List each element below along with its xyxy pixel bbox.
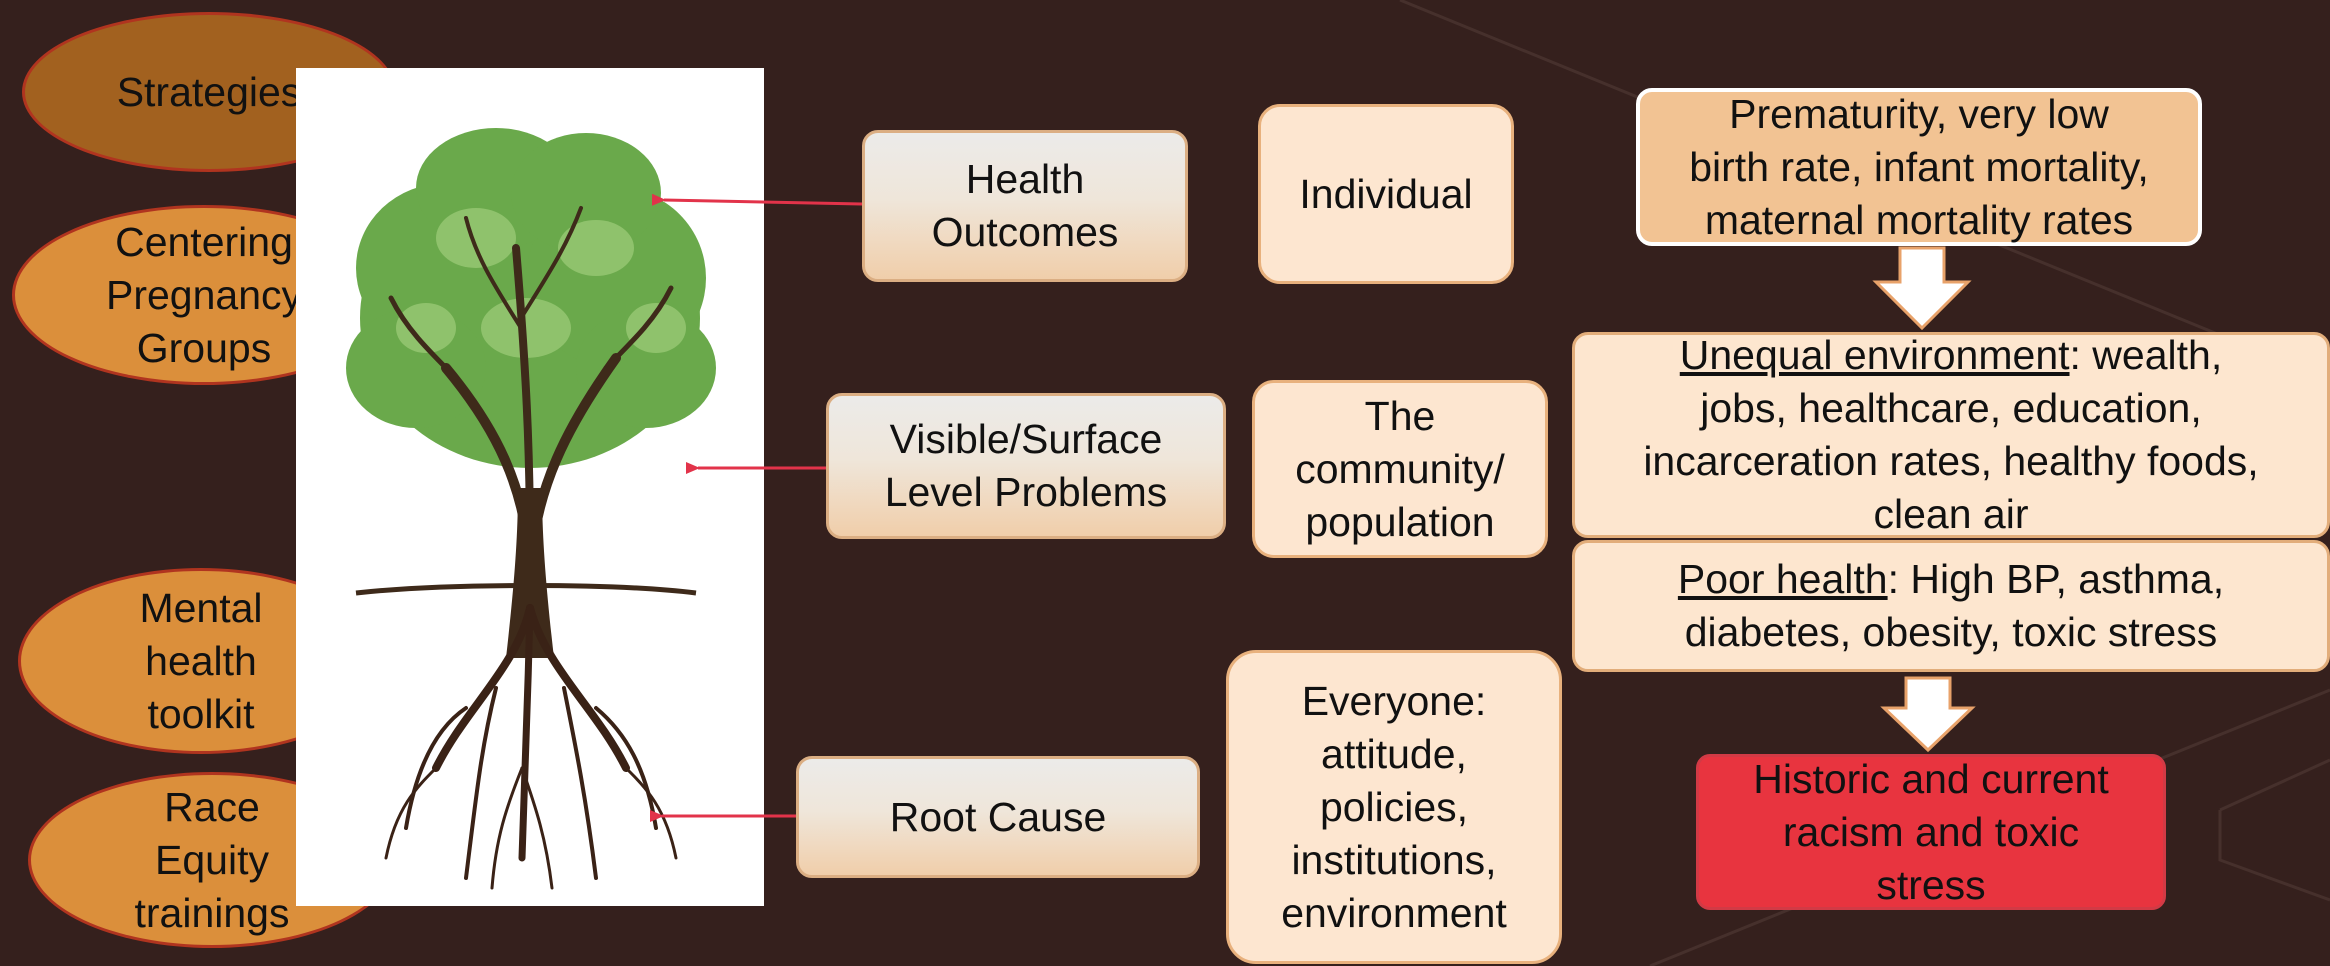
level-line: environment xyxy=(1281,889,1507,936)
chain-text: : wealth, xyxy=(2069,332,2223,378)
chain-line: Prematurity, very low xyxy=(1729,90,2109,137)
label-line: Root Cause xyxy=(889,793,1107,840)
tree-with-roots-icon xyxy=(346,128,716,890)
down-arrow-icon xyxy=(1872,246,1972,331)
poor-health-title: Poor health xyxy=(1677,556,1888,602)
label-line: Outcomes xyxy=(931,209,1119,255)
chain-line: Unequal environment: wealth, xyxy=(1643,329,2258,382)
chain-line: birth rate, infant mortality, xyxy=(1689,143,2149,190)
chain-line: stress xyxy=(1876,861,1986,908)
level-line: Everyone: xyxy=(1301,677,1487,724)
strategy-line: health xyxy=(145,637,257,684)
chain-line: incarceration rates, healthy foods, xyxy=(1643,438,2259,484)
level-line: policies, xyxy=(1319,783,1469,830)
strategy-line: Groups xyxy=(136,324,272,371)
root-cause-racism-box: Historic and current racism and toxic st… xyxy=(1696,754,2166,910)
unequal-environment-title: Unequal environment xyxy=(1679,332,2070,378)
strategy-line: Mental xyxy=(139,584,263,631)
strategy-line: toolkit xyxy=(147,690,255,737)
down-arrow-icon xyxy=(1880,676,1976,753)
label-line: Level Problems xyxy=(884,469,1168,515)
chain-line: racism and toxic xyxy=(1782,808,2080,855)
strategies-header: Strategies xyxy=(116,68,302,115)
label-line: Visible/Surface xyxy=(889,416,1163,462)
chain-line: jobs, healthcare, education, xyxy=(1700,385,2202,431)
chain-line: diabetes, obesity, toxic stress xyxy=(1684,609,2218,655)
surface-problems-label: Visible/Surface Level Problems xyxy=(826,393,1226,539)
level-everyone-box: Everyone: attitude, policies, institutio… xyxy=(1226,650,1562,964)
outcomes-effects-box: Prematurity, very low birth rate, infant… xyxy=(1636,88,2202,246)
chain-line: Poor health: High BP, asthma, xyxy=(1678,553,2224,606)
strategy-line: trainings xyxy=(134,889,290,936)
health-outcomes-label: Health Outcomes xyxy=(862,130,1188,282)
strategy-line: Race xyxy=(164,783,260,830)
level-line: population xyxy=(1305,498,1495,545)
level-line: attitude, xyxy=(1321,730,1467,777)
chain-text: : High BP, asthma, xyxy=(1887,556,2225,602)
strategy-line: Pregnancy xyxy=(105,271,302,318)
unequal-environment-box: Unequal environment: wealth, jobs, healt… xyxy=(1572,332,2330,538)
strategy-line: Centering xyxy=(115,218,293,265)
level-line: Individual xyxy=(1299,170,1473,217)
chain-line: maternal mortality rates xyxy=(1704,196,2134,243)
level-line: community/ xyxy=(1295,445,1505,492)
label-line: Health xyxy=(965,156,1085,202)
root-cause-label: Root Cause xyxy=(796,756,1200,878)
strategy-line: Equity xyxy=(155,836,269,883)
chain-line: clean air xyxy=(1873,491,2029,537)
level-community-box: The community/ population xyxy=(1252,380,1548,558)
tree-image-panel xyxy=(296,68,764,906)
health-outcomes-connector xyxy=(651,193,863,206)
level-line: institutions, xyxy=(1291,836,1497,883)
poor-health-box: Poor health: High BP, asthma, diabetes, … xyxy=(1572,540,2330,672)
level-individual-box: Individual xyxy=(1258,104,1514,284)
level-line: The xyxy=(1364,392,1436,439)
chain-line: Historic and current xyxy=(1753,755,2109,802)
